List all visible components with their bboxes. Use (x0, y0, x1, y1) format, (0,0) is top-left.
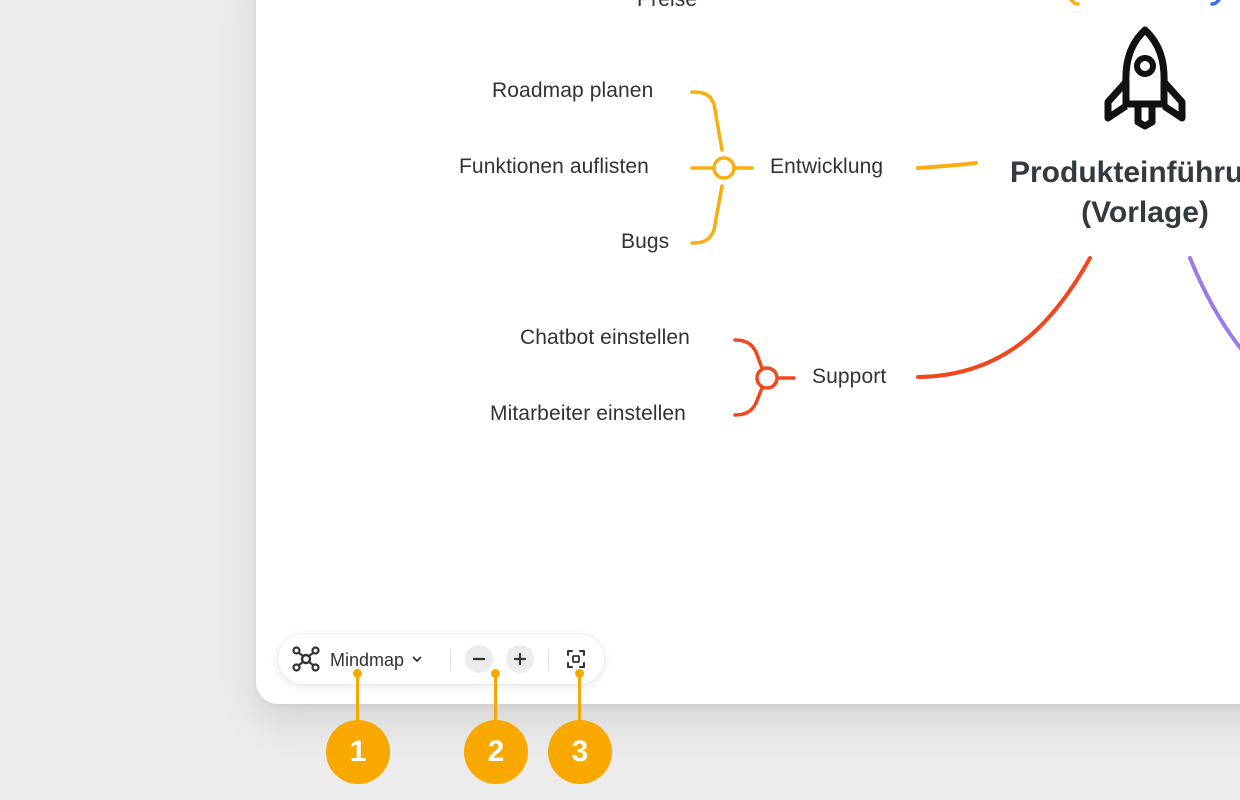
hub-node-entwicklung (712, 156, 736, 180)
mode-switcher-button[interactable]: Mindmap (278, 634, 438, 684)
node-support[interactable]: Support (812, 365, 887, 388)
node-funktionen-auflisten[interactable]: Funktionen auflisten (459, 155, 649, 178)
root-title-line2: (Vorlage) (1081, 196, 1209, 229)
node-preise[interactable]: Preise (637, 0, 697, 10)
root-node[interactable]: Produkteinführung (Vorlage) (995, 153, 1240, 233)
mode-label: Mindmap (330, 650, 405, 670)
toolbar-divider (450, 649, 451, 671)
zoom-out-button[interactable] (465, 645, 493, 673)
connector-hub-mitarbeiter (733, 386, 764, 417)
fit-to-screen-icon[interactable] (565, 648, 587, 670)
connector-hub-chatbot (733, 338, 764, 370)
plus-icon (513, 652, 527, 666)
connector-top-yellow (1069, 0, 1080, 6)
callout-line-3 (578, 673, 581, 723)
connector-hub-roadmap (690, 90, 724, 152)
rocket-icon (1104, 26, 1186, 130)
callout-badge-2: 2 (464, 720, 528, 784)
root-title-line1: Produkteinführung (1010, 156, 1240, 189)
connector-root-support (916, 256, 1092, 379)
node-bugs[interactable]: Bugs (621, 230, 670, 253)
canvas-toolbar: Mindmap (278, 634, 604, 684)
callout-badge-1: 1 (326, 720, 390, 784)
connector-root-entwicklung (916, 161, 978, 170)
chevron-down-icon (412, 656, 422, 662)
callout-line-2 (494, 673, 497, 723)
node-chatbot-einstellen[interactable]: Chatbot einstellen (520, 326, 690, 349)
connector-hub-bugs (690, 184, 724, 245)
callout-line-1 (356, 673, 359, 723)
zoom-in-button[interactable] (506, 645, 534, 673)
minus-icon (472, 657, 486, 661)
toolbar-divider (548, 649, 549, 671)
node-entwicklung[interactable]: Entwicklung (770, 155, 884, 178)
hub-node-support (755, 366, 779, 390)
mindmap-canvas[interactable] (256, 0, 1240, 704)
connector-root-purple (1188, 256, 1240, 351)
node-roadmap-planen[interactable]: Roadmap planen (492, 79, 654, 102)
connector-top-blue (1210, 0, 1221, 6)
node-mitarbeiter-einstellen[interactable]: Mitarbeiter einstellen (490, 402, 686, 425)
mindmap-icon (292, 646, 320, 672)
callout-badge-3: 3 (548, 720, 612, 784)
